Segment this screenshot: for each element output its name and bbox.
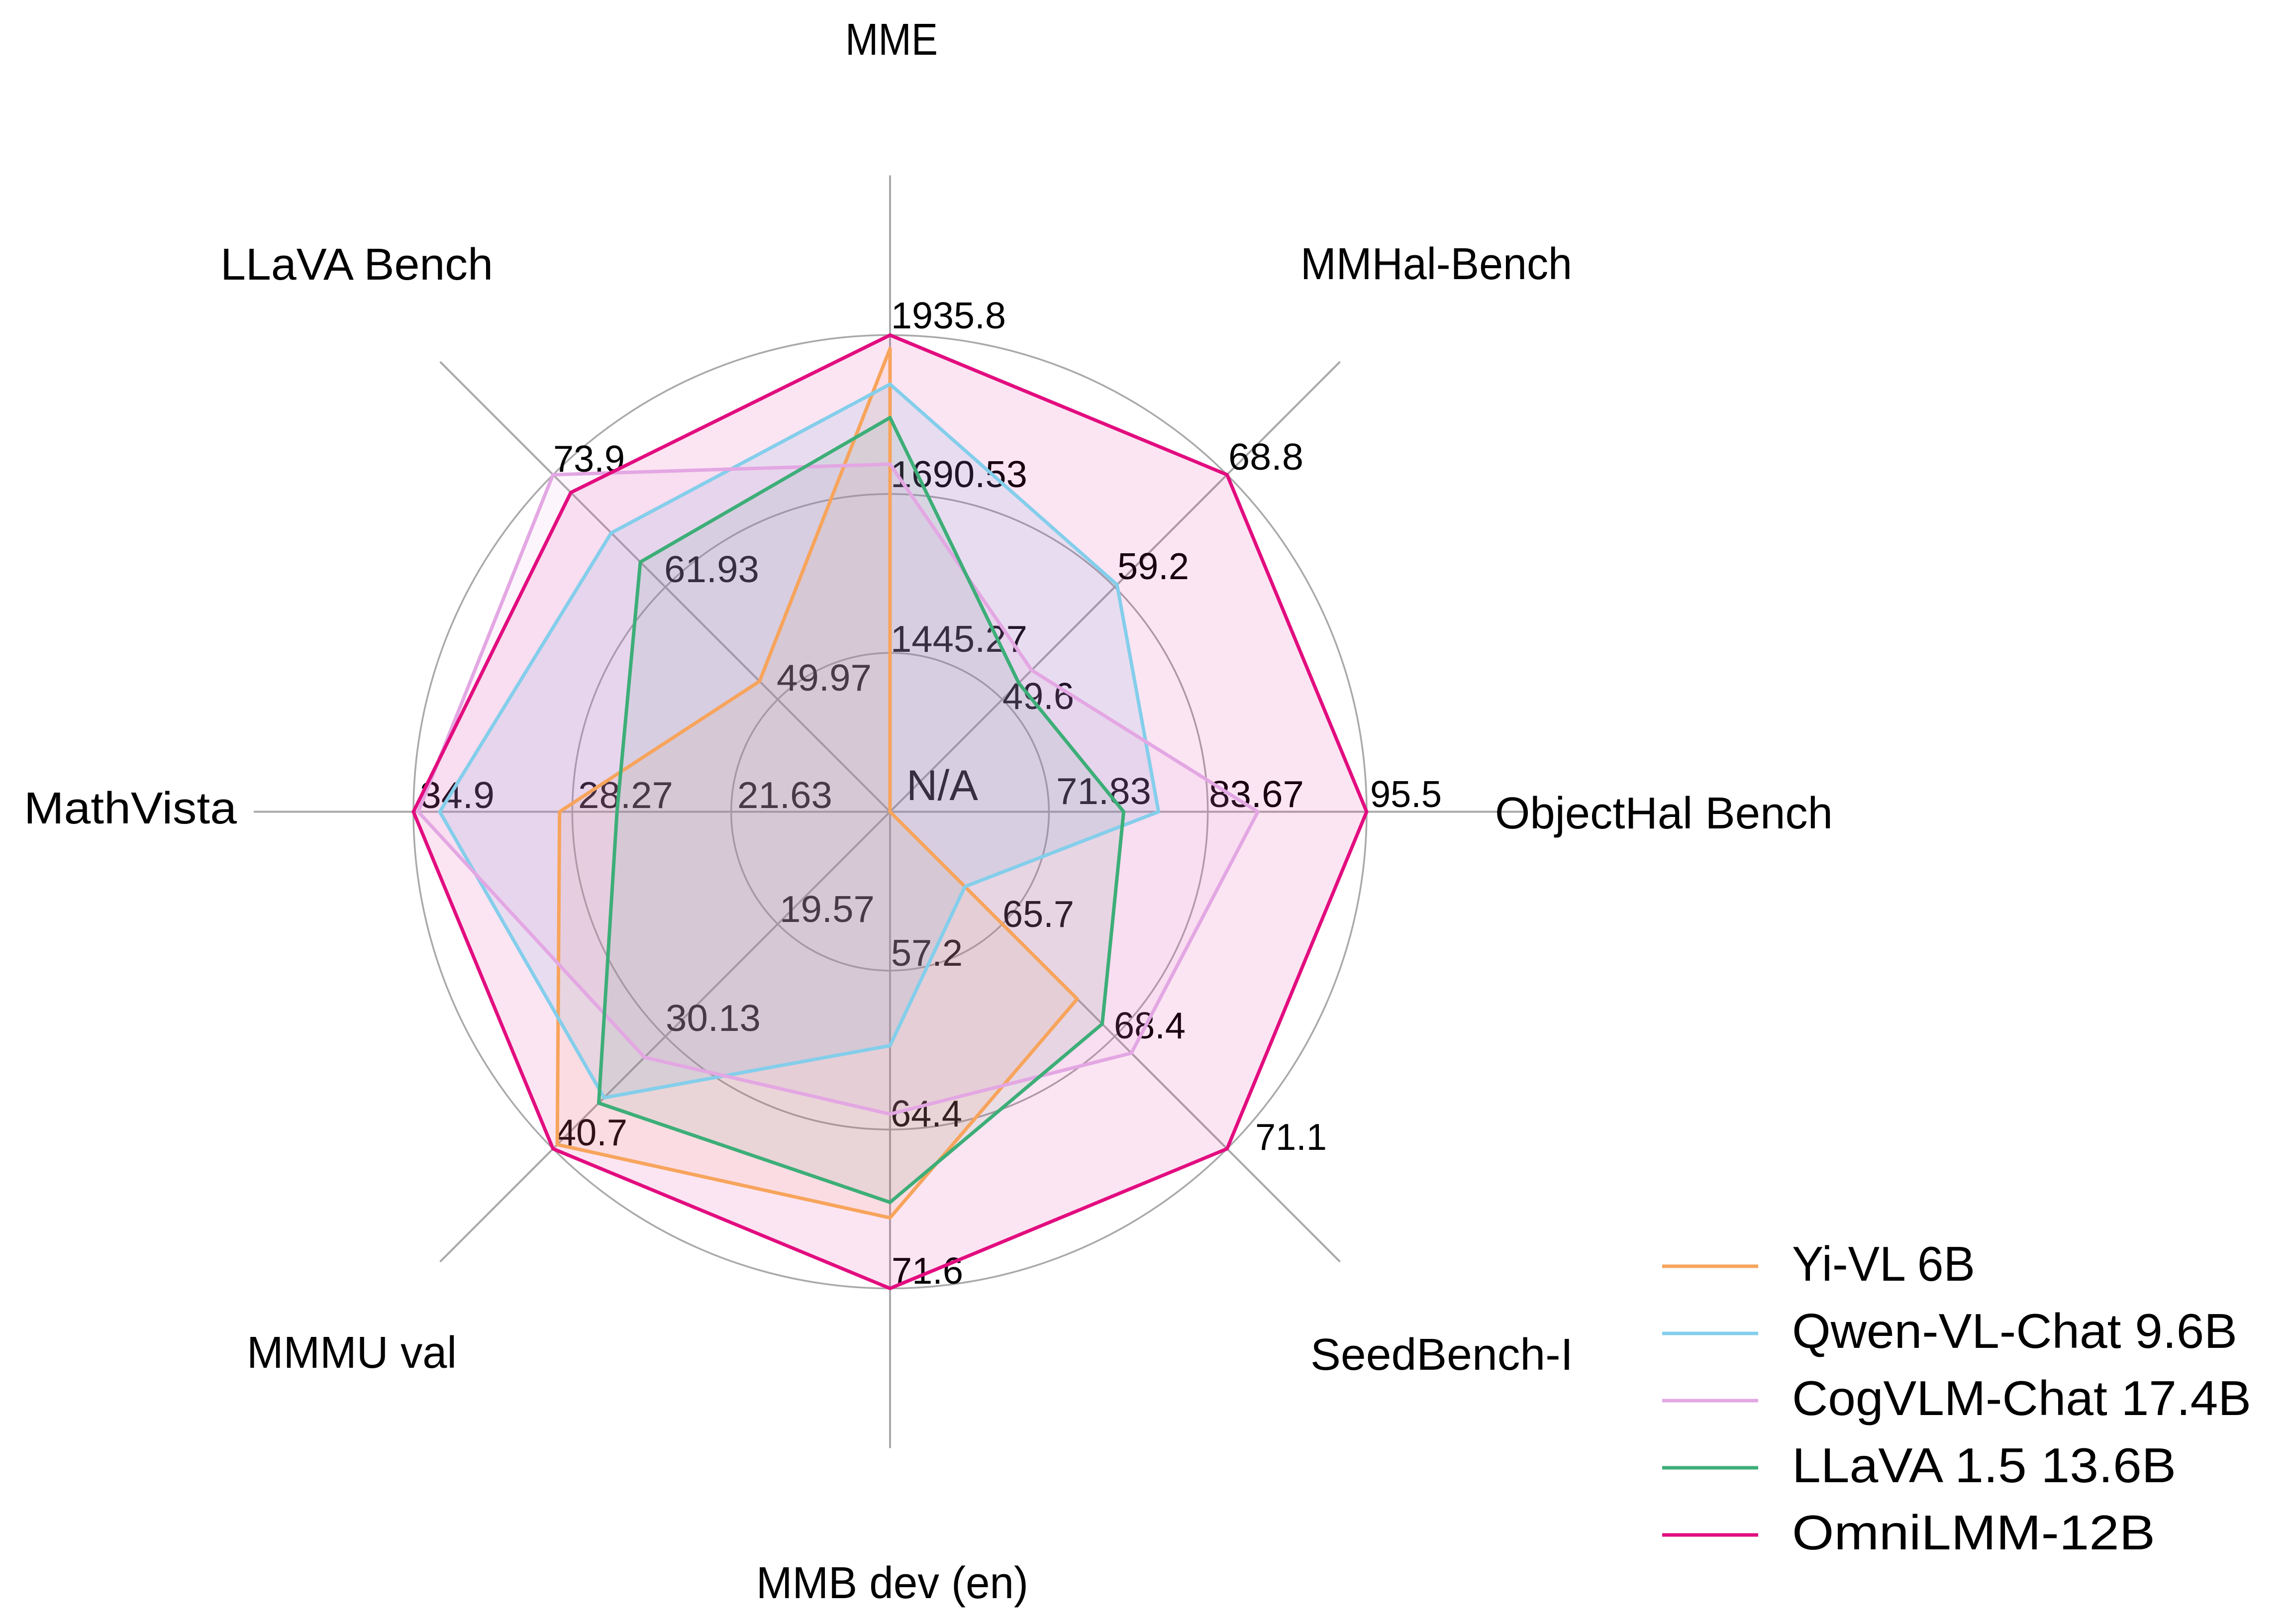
svg-text:1935.8: 1935.8 bbox=[891, 295, 1006, 336]
svg-text:MMHal-Bench: MMHal-Bench bbox=[1300, 239, 1572, 289]
svg-text:Qwen-VL-Chat 9.6B: Qwen-VL-Chat 9.6B bbox=[1792, 1304, 2237, 1358]
svg-text:49.97: 49.97 bbox=[777, 657, 872, 699]
svg-text:83.67: 83.67 bbox=[1209, 773, 1304, 815]
svg-text:21.63: 21.63 bbox=[737, 774, 832, 816]
svg-text:59.2: 59.2 bbox=[1117, 545, 1189, 587]
svg-text:1690.53: 1690.53 bbox=[891, 453, 1027, 495]
svg-text:MMMU val: MMMU val bbox=[247, 1328, 457, 1378]
svg-text:MME: MME bbox=[845, 15, 938, 65]
svg-text:68.4: 68.4 bbox=[1114, 1005, 1186, 1046]
svg-text:LLaVA Bench: LLaVA Bench bbox=[220, 240, 493, 290]
svg-text:CogVLM-Chat 17.4B: CogVLM-Chat 17.4B bbox=[1792, 1371, 2251, 1425]
svg-text:61.93: 61.93 bbox=[664, 548, 759, 590]
svg-text:19.57: 19.57 bbox=[780, 888, 875, 930]
svg-text:LLaVA 1.5 13.6B: LLaVA 1.5 13.6B bbox=[1792, 1438, 2176, 1493]
svg-text:OmniLMM-12B: OmniLMM-12B bbox=[1792, 1505, 2155, 1560]
svg-text:71.1: 71.1 bbox=[1255, 1116, 1327, 1158]
svg-text:MMB dev (en): MMB dev (en) bbox=[756, 1558, 1028, 1608]
svg-text:71.83: 71.83 bbox=[1056, 770, 1151, 812]
svg-text:SeedBench-I: SeedBench-I bbox=[1310, 1330, 1573, 1380]
svg-text:30.13: 30.13 bbox=[666, 997, 761, 1039]
svg-text:95.5: 95.5 bbox=[1370, 773, 1442, 815]
svg-text:28.27: 28.27 bbox=[578, 774, 673, 816]
svg-text:68.8: 68.8 bbox=[1228, 436, 1303, 478]
svg-text:Yi-VL 6B: Yi-VL 6B bbox=[1792, 1236, 1975, 1291]
svg-text:MathVista: MathVista bbox=[24, 784, 237, 833]
svg-text:ObjectHal Bench: ObjectHal Bench bbox=[1495, 789, 1833, 838]
svg-text:N/A: N/A bbox=[906, 762, 979, 810]
svg-text:65.7: 65.7 bbox=[1002, 893, 1074, 935]
svg-text:49.6: 49.6 bbox=[1002, 675, 1074, 717]
